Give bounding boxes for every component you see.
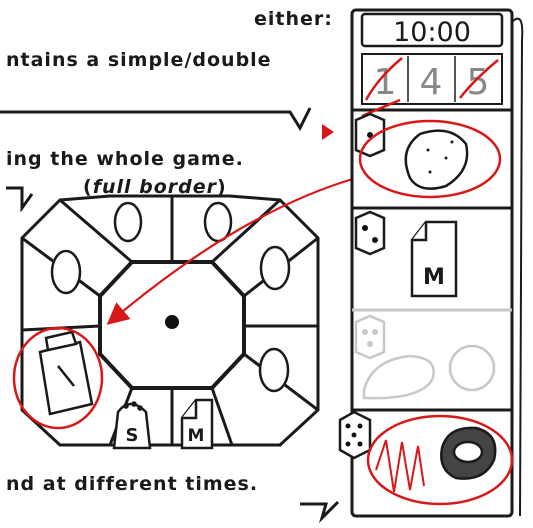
speech-tail-left (6, 188, 32, 208)
pointer-triangle (322, 124, 334, 140)
steak-icon (441, 428, 495, 479)
salt-letter: S (126, 425, 139, 446)
milk-letter-board: M (188, 426, 205, 446)
counter-digit-2: 4 (420, 62, 443, 103)
board-center-pip (165, 315, 179, 329)
speech-tail-bottom (300, 502, 338, 518)
tomato-icon (450, 346, 494, 390)
speech-tail-top (0, 108, 310, 128)
milk-letter-track: M (423, 265, 445, 290)
counter-digit-3: 5 (467, 62, 490, 103)
timer-clock: 10:00 (393, 17, 471, 48)
